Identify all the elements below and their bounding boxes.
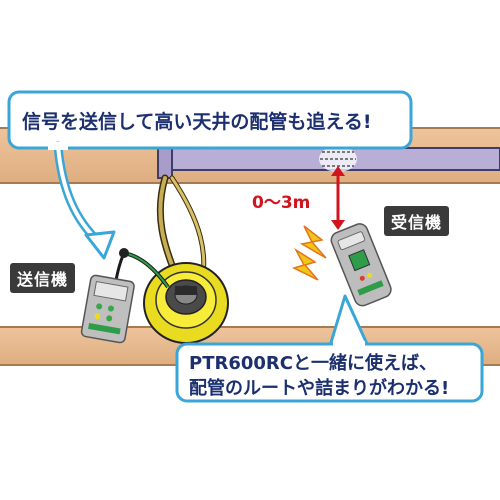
distance-label: 0～3m [252,193,311,213]
transmitter-cable [113,248,170,289]
distance-arrow [331,166,345,230]
callout-top-text: 信号を送信して高い天井の配管も追える! [22,111,372,133]
callout-top-box [7,90,413,260]
receiver-device [330,223,392,307]
receiver-label: 受信機 [384,206,450,236]
callout-bottom-line2: 配管のルートや詰まりがわかる! [189,378,450,399]
transmitter-label: 送信機 [10,263,76,293]
callout-bottom-box [175,294,484,403]
callout-bottom-line1: PTR600RCと一緒に使えば、 [189,353,437,374]
signal-lightning-icon [291,225,327,281]
cable-reel [143,262,229,344]
transmitter-device [80,274,135,344]
